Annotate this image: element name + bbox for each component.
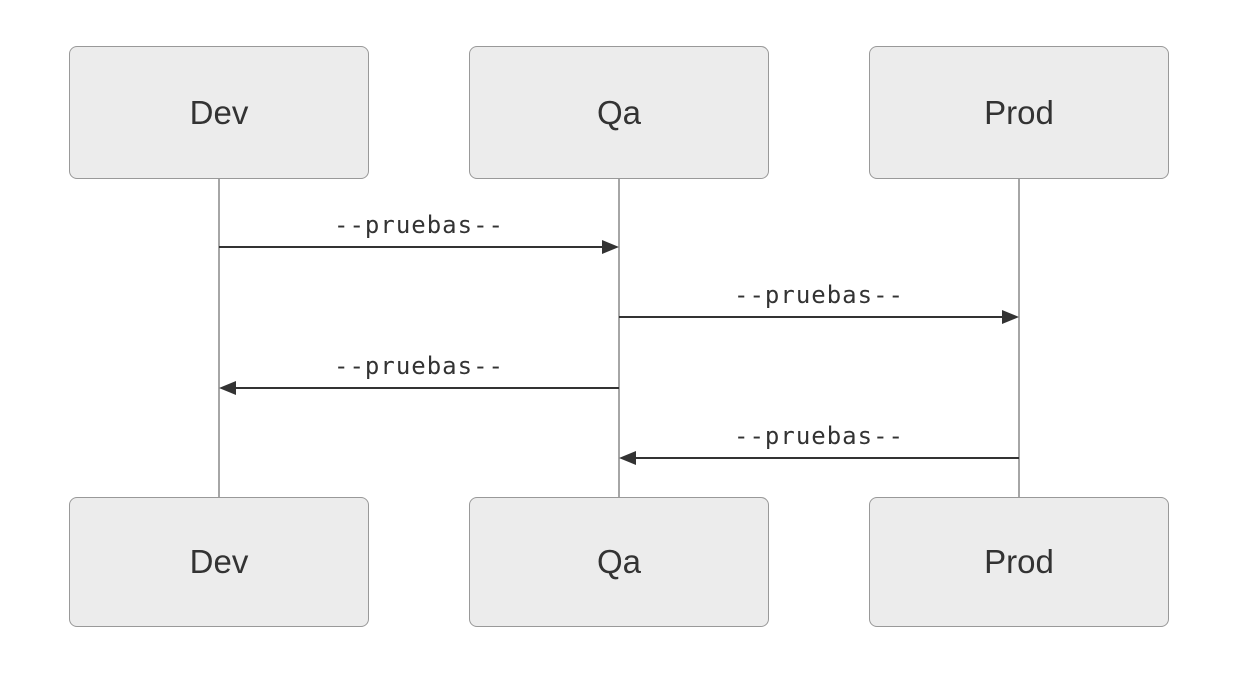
actor-top-prod: Prod	[869, 46, 1169, 179]
actor-top-dev: Dev	[69, 46, 369, 179]
arrowhead-left-icon	[619, 451, 636, 465]
actor-bottom-dev: Dev	[69, 497, 369, 627]
actor-bottom-prod: Prod	[869, 497, 1169, 627]
actor-label: Qa	[596, 93, 642, 131]
lifeline-qa	[618, 179, 620, 497]
arrowhead-left-icon	[219, 381, 236, 395]
message-label: --pruebas--	[734, 422, 904, 450]
actor-label: Dev	[189, 93, 249, 131]
message-label: --pruebas--	[334, 211, 504, 239]
message-line	[635, 457, 1019, 459]
actor-label: Dev	[189, 543, 249, 580]
message-line	[235, 387, 619, 389]
actor-top-qa: Qa	[469, 46, 769, 179]
actor-label: Prod	[984, 93, 1054, 131]
actor-label: Prod	[984, 543, 1054, 580]
message-line	[219, 246, 604, 248]
lifeline-prod	[1018, 179, 1020, 497]
actor-bottom-qa: Qa	[469, 497, 769, 627]
arrowhead-right-icon	[602, 240, 619, 254]
message-label: --pruebas--	[734, 281, 904, 309]
message-label: --pruebas--	[334, 352, 504, 380]
lifeline-dev	[218, 179, 220, 497]
arrowhead-right-icon	[1002, 310, 1019, 324]
message-line	[619, 316, 1004, 318]
actor-label: Qa	[596, 543, 642, 580]
